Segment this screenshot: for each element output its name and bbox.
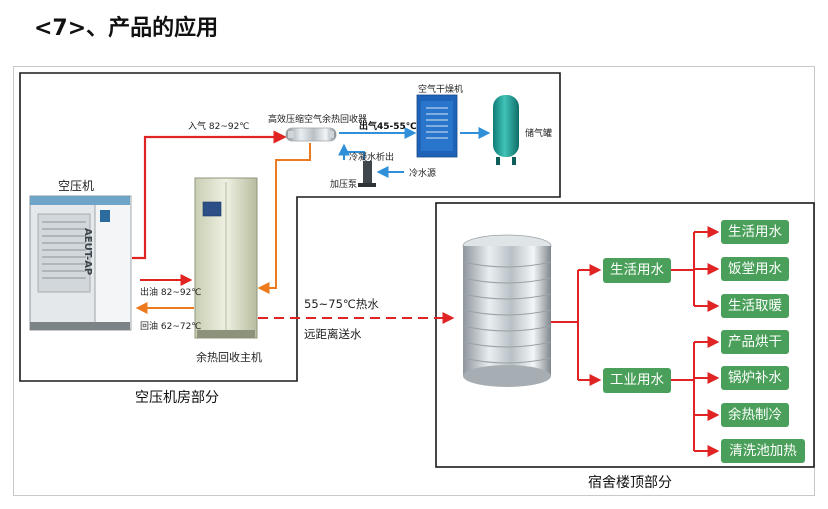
compressor-brand: AEUT-AP	[82, 228, 93, 276]
machine-room-caption: 空压机房部分	[135, 390, 219, 406]
hot-air-pipe	[132, 130, 287, 260]
compressor-label: 空压机	[58, 179, 95, 193]
cold-water-pipe	[338, 143, 404, 178]
warm-water-return-pipe	[257, 143, 311, 294]
use-boiler-makeup: 锅炉补水	[721, 366, 789, 390]
use-product-drying: 产品烘干	[721, 330, 789, 354]
recovery-exchanger-illustration	[285, 127, 337, 142]
intake-label: 入气 82~92℃	[188, 122, 250, 132]
hot-water-label: 55~75℃热水	[304, 297, 379, 311]
branch-industrial-water: 工业用水	[603, 368, 671, 393]
tank-label: 储气罐	[525, 129, 553, 139]
stainless-water-tank-illustration	[462, 234, 552, 387]
air-compressor-illustration	[29, 195, 132, 331]
heat-recovery-host-illustration	[194, 177, 258, 339]
page-title: <7>、产品的应用	[34, 16, 219, 41]
roof-caption: 宿舍楼顶部分	[588, 475, 672, 491]
pump-label: 加压泵	[330, 180, 358, 190]
use-waste-heat-cooling: 余热制冷	[721, 403, 789, 427]
distribution-lines	[551, 226, 720, 457]
air-tank-illustration	[493, 95, 519, 165]
oil-return-label: 回油 62~72℃	[140, 322, 202, 332]
machine-room-frame	[19, 72, 561, 382]
outlet-air-label: 出气45-55℃	[359, 122, 417, 132]
roof-frame	[435, 202, 815, 468]
booster-pump-illustration	[358, 161, 376, 187]
air-dryer-illustration	[416, 94, 458, 158]
remote-transfer-label: 远距离送水	[304, 327, 362, 341]
condensate-label: 冷凝水析出	[349, 153, 395, 163]
branch-domestic-water: 生活用水	[603, 258, 671, 283]
cold-water-label: 冷水源	[409, 169, 437, 179]
use-wash-tank-heating: 清洗池加热	[721, 439, 805, 463]
host-label: 余热回收主机	[196, 351, 262, 364]
use-canteen-water: 饭堂用水	[721, 257, 789, 281]
use-space-heating: 生活取暖	[721, 294, 789, 318]
use-domestic-water: 生活用水	[721, 220, 789, 244]
recovery-exchanger-label: 高效压缩空气余热回收器	[268, 115, 368, 125]
dryer-label: 空气干燥机	[418, 85, 464, 95]
oil-out-label: 出油 82~92℃	[140, 288, 202, 298]
